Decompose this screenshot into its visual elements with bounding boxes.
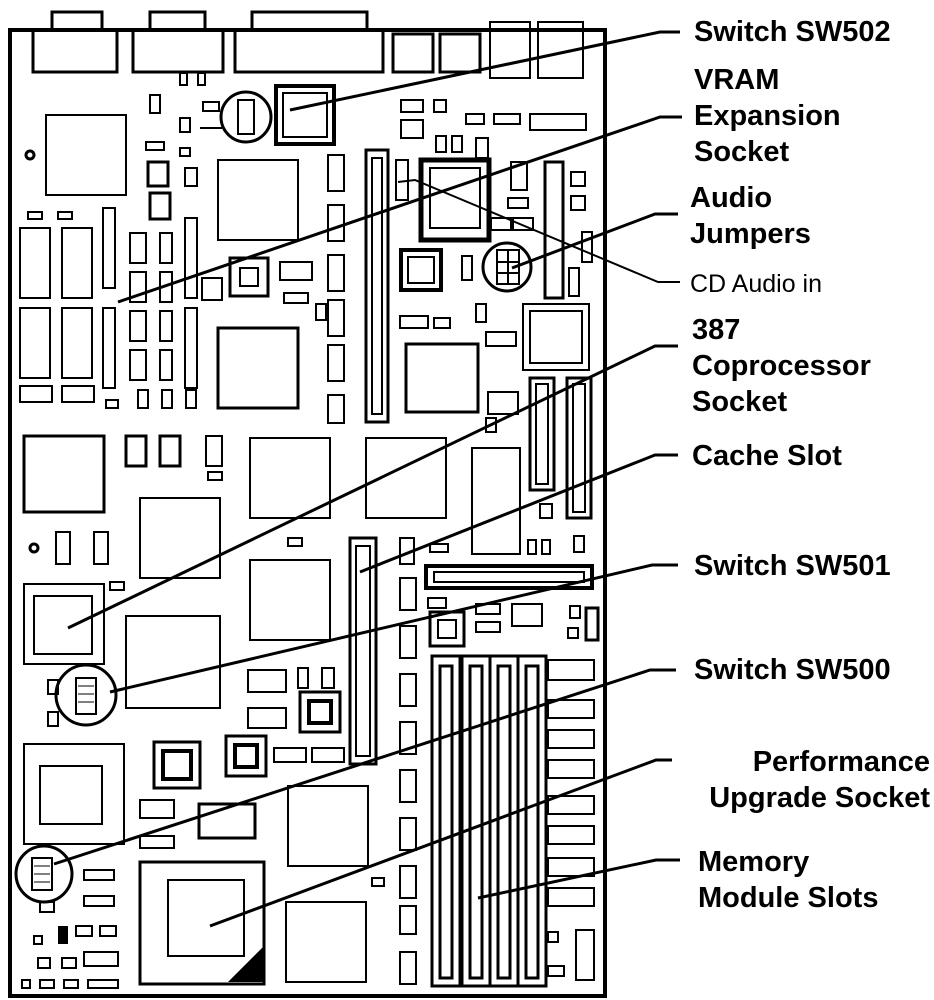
leader-cache xyxy=(359,453,678,574)
connector-3-tab xyxy=(250,10,369,32)
leader-coproc xyxy=(67,344,678,630)
leader-perf xyxy=(209,758,672,928)
label-memory-line1: Memory xyxy=(698,846,810,878)
label-memory-module-slots: Memory Module Slots xyxy=(698,844,878,916)
label-vram-line2: Expansion xyxy=(694,100,841,132)
leader-cd xyxy=(397,178,680,283)
connector-1 xyxy=(31,28,119,74)
connector-2 xyxy=(131,28,225,74)
horizontal-connector xyxy=(424,564,594,590)
label-performance-upgrade-socket: Performance Upgrade Socket xyxy=(709,744,930,816)
connector-2-tab xyxy=(148,10,207,32)
label-coproc-line2: Coprocessor xyxy=(692,350,871,382)
label-switch-sw501: Switch SW501 xyxy=(694,550,891,582)
label-audio-line2: Jumpers xyxy=(690,218,811,250)
label-audio-line1: Audio xyxy=(690,182,773,214)
memory-module-slots xyxy=(430,654,548,988)
label-switch-sw500: Switch SW500 xyxy=(694,654,891,686)
connector-1-tab xyxy=(50,10,104,32)
label-switch-sw502: Switch SW502 xyxy=(694,16,891,48)
leader-audio xyxy=(511,212,678,270)
switch-sw501 xyxy=(54,663,118,727)
leader-vram xyxy=(117,115,682,304)
label-audio-jumpers: Audio Jumpers xyxy=(690,180,811,252)
label-vram-line1: VRAM xyxy=(694,64,780,96)
label-coproc-line1: 387 xyxy=(692,314,741,346)
label-vram-line3: Socket xyxy=(694,136,790,168)
vertical-slot-1 xyxy=(364,148,390,424)
switch-sw502 xyxy=(219,90,273,144)
label-cache-slot: Cache Slot xyxy=(692,440,842,472)
label-perf-line1: Performance xyxy=(752,746,930,778)
leader-sw501 xyxy=(109,563,678,694)
label-coproc-line3: Socket xyxy=(692,386,788,418)
label-perf-line2: Upgrade Socket xyxy=(709,782,930,814)
connector-7 xyxy=(537,21,584,79)
connector-6 xyxy=(489,21,531,79)
coprocessor-socket xyxy=(23,583,105,665)
board-outline xyxy=(8,28,607,998)
connector-4 xyxy=(391,32,435,74)
label-memory-line2: Module Slots xyxy=(698,882,879,914)
leader-sw500 xyxy=(53,668,676,866)
connector-3 xyxy=(233,28,385,74)
leader-memory xyxy=(477,858,680,900)
label-387-coprocessor-socket: 387 Coprocessor Socket xyxy=(692,312,871,420)
performance-upgrade-socket xyxy=(138,860,266,986)
connector-5 xyxy=(438,32,482,74)
label-vram-expansion-socket: VRAM Expansion Socket xyxy=(694,62,841,170)
label-cd-audio-in: CD Audio in xyxy=(690,270,823,298)
audio-jumpers xyxy=(481,241,533,293)
leader-sw502 xyxy=(289,30,680,112)
